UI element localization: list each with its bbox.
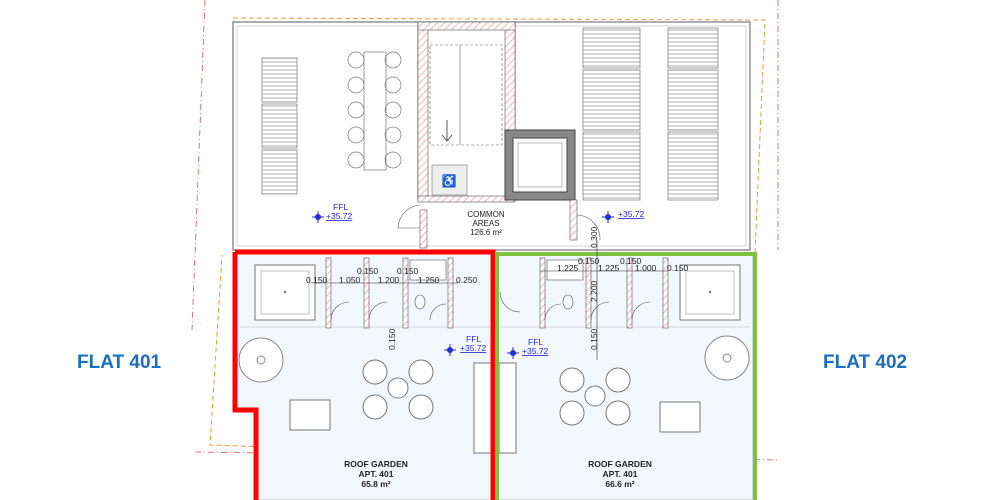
svg-text:1.225: 1.225 [598,263,620,273]
stair-core: ♿ [417,21,516,203]
svg-text:0.150: 0.150 [620,256,642,266]
flat-402-roof-garden [496,253,754,500]
dimensions-flat-401: 0.150 1.050 0.150 1.200 0.150 1.250 0.25… [306,266,478,350]
flat-401-label: FLAT 401 [77,352,162,373]
solar-panels-right [582,27,719,201]
stair-direction-arrow [441,120,453,142]
wheelchair-icon: ♿ [442,174,457,188]
dimensions-flat-402: 0.150 0.150 1.225 1.225 1.000 0.150 0.30… [540,226,689,360]
solar-panels-left [261,57,298,195]
svg-text:1.250: 1.250 [418,275,440,285]
furniture-seating-left [347,51,402,171]
svg-text:0.300: 0.300 [589,226,599,248]
svg-text:1.200: 1.200 [378,275,400,285]
ffl-marker-flat-402: FFL +35.72 [507,337,549,359]
svg-text:0.150: 0.150 [306,275,328,285]
flat-401-garden-area: 65.8 m² [361,479,390,489]
svg-text:1.225: 1.225 [557,263,579,273]
ffl-marker-common-right: +35.72 [602,209,645,223]
elevator-shaft [504,129,576,201]
svg-text:0.150: 0.150 [578,256,600,266]
svg-text:1.000: 1.000 [635,263,657,273]
svg-text:0.150: 0.150 [667,263,689,273]
flat-402-outline [495,252,757,500]
svg-text:0.150: 0.150 [589,328,599,350]
svg-text:+35.72: +35.72 [618,209,645,219]
property-boundary [209,17,766,456]
flat-402-label: FLAT 402 [823,352,908,373]
svg-text:+35.72: +35.72 [460,343,487,353]
svg-text:0.150: 0.150 [387,328,397,350]
svg-text:1.050: 1.050 [339,275,361,285]
svg-text:2.200: 2.200 [589,280,599,302]
common-area-title: COMMON [467,210,505,219]
svg-text:FFL: FFL [528,337,543,347]
common-area-title-2: AREAS [472,219,499,228]
flat-401-garden-apt: APT. 401 [359,469,394,479]
site-boundary-lines [191,0,781,461]
flat-402-garden-title: ROOF GARDEN [588,459,652,469]
svg-text:0.150: 0.150 [357,266,379,276]
common-walls [397,199,601,249]
svg-text:+35.72: +35.72 [326,211,353,221]
flat-401-outline [232,249,496,500]
flat-401-roof-garden [234,251,494,500]
common-area-size: 126.6 m² [470,228,502,237]
flat-402-garden-apt: APT. 401 [603,469,638,479]
svg-text:0.250: 0.250 [456,275,478,285]
svg-text:FFL: FFL [333,202,348,212]
flat-402-garden-area: 66.6 m² [605,479,634,489]
ffl-marker-flat-401: FFL +35.72 [444,334,487,356]
svg-text:+35.72: +35.72 [522,346,549,356]
ffl-marker-common-left: FFL +35.72 [312,202,353,223]
svg-text:0.150: 0.150 [397,266,419,276]
svg-text:FFL: FFL [466,334,481,344]
flat-401-garden-title: ROOF GARDEN [344,459,408,469]
